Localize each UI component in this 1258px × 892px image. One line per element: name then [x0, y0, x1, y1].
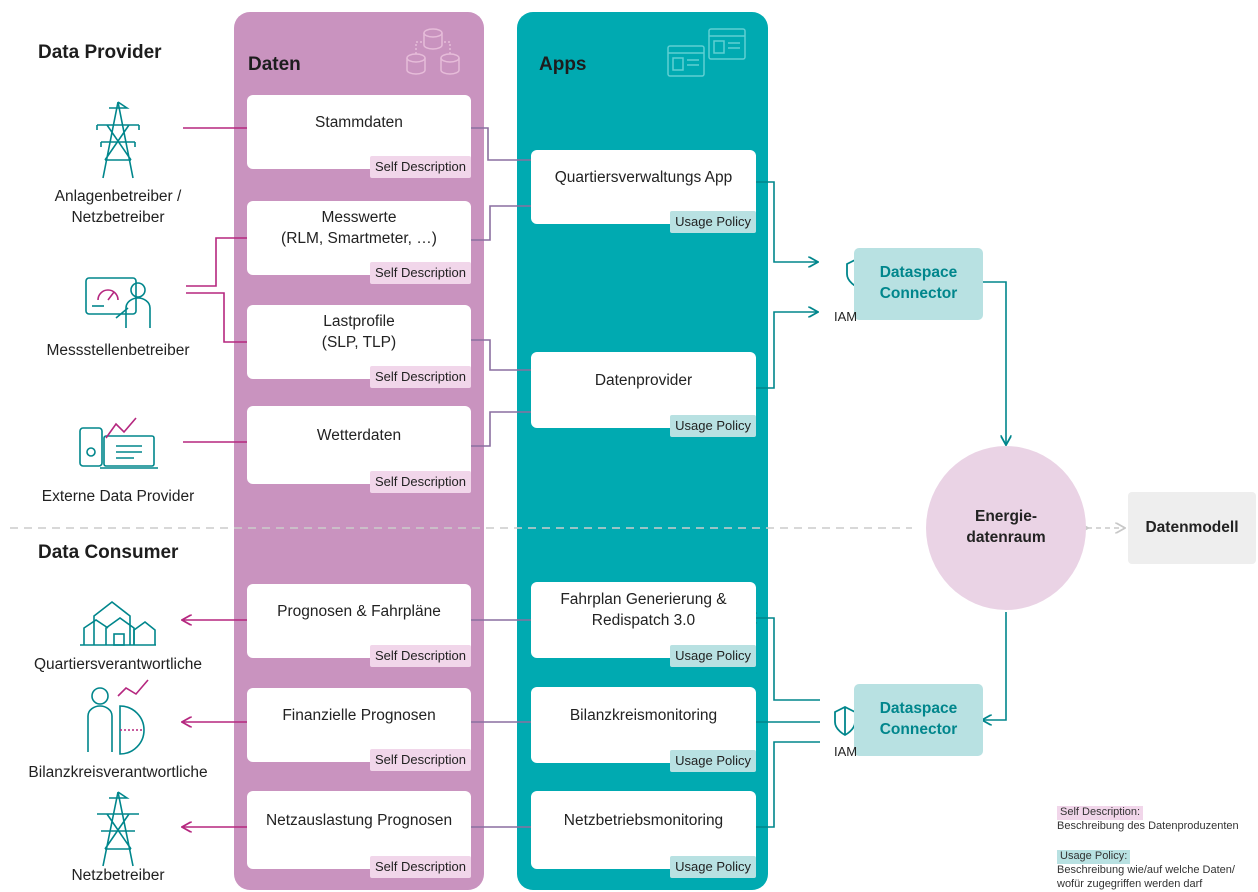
- power-tower-icon: [97, 791, 139, 867]
- app-card-label: Datenprovider: [594, 371, 693, 389]
- usage-policy-tag: Usage Policy: [670, 211, 756, 233]
- app-card-label: Fahrplan Generierung & Redispatch 3.0: [560, 591, 727, 629]
- app-card-datenprovider[interactable]: Datenprovider Usage Policy: [531, 352, 756, 437]
- energiedatenraum-circle[interactable]: Energie- datenraum: [926, 446, 1086, 610]
- app-card-fahrplan-redispatch[interactable]: Fahrplan Generierung & Redispatch 3.0 Us…: [531, 582, 756, 667]
- daten-card-lastprofile[interactable]: Lastprofile (SLP, TLP) Self Description: [247, 305, 471, 388]
- power-tower-icon: [96, 101, 140, 179]
- daten-card-label: Finanzielle Prognosen: [282, 706, 436, 724]
- shield-icon: [834, 705, 856, 737]
- usage-policy-tag: Usage Policy: [670, 750, 756, 772]
- app-card-bilanzkreismonitoring[interactable]: Bilanzkreismonitoring Usage Policy: [531, 687, 756, 772]
- daten-card-label: Wetterdaten: [316, 426, 402, 444]
- consumer-label-quartier: Quartiersverantwortliche: [34, 656, 202, 673]
- self-description-tag: Self Description: [369, 749, 471, 771]
- app-card-label: Netzbetriebsmonitoring: [563, 811, 724, 829]
- daten-card-label: Stammdaten: [315, 113, 403, 131]
- iam-label: IAM: [834, 744, 858, 759]
- daten-column-title: Daten: [248, 54, 301, 75]
- daten-card-wetterdaten[interactable]: Wetterdaten Self Description: [247, 406, 471, 493]
- daten-card-label: Netzauslastung Prognosen: [265, 811, 453, 829]
- daten-card-messwerte[interactable]: Messwerte (RLM, Smartmeter, …) Self Desc…: [247, 201, 471, 284]
- provider-label-extern: Externe Data Provider: [41, 488, 195, 505]
- dataspace-connector-bottom[interactable]: Dataspace Connector: [854, 684, 983, 756]
- analyst-chart-icon: [87, 679, 149, 755]
- provider-label-messstellenbetreiber: Messstellenbetreiber: [46, 342, 190, 359]
- self-description-tag: Self Description: [369, 156, 471, 178]
- legend-sd-term: Self Description:: [1057, 806, 1144, 820]
- self-description-tag: Self Description: [369, 645, 471, 667]
- app-card-netzbetriebsmonitoring[interactable]: Netzbetriebsmonitoring Usage Policy: [531, 791, 756, 878]
- daten-card-label: Prognosen & Fahrpläne: [277, 602, 441, 620]
- legend-up-desc: Beschreibung wie/auf welche Daten/ wofür…: [1057, 863, 1235, 890]
- app-card-label: Quartiersverwaltungs App: [554, 168, 733, 186]
- apps-column-title: Apps: [539, 54, 587, 75]
- daten-card-prognosen-fahrplaene[interactable]: Prognosen & Fahrpläne Self Description: [247, 584, 471, 667]
- legend-usage-policy: Usage Policy: Beschreibung wie/auf welch…: [1057, 850, 1257, 891]
- provider-section-title: Data Provider: [38, 42, 162, 63]
- usage-policy-tag: Usage Policy: [670, 856, 756, 878]
- provider-label-anlagenbetreiber: Anlagenbetreiber / Netzbetreiber: [54, 188, 182, 226]
- consumer-label-bilanzkreis: Bilanzkreisverantwortliche: [28, 764, 208, 781]
- daten-card-netzauslastung[interactable]: Netzauslastung Prognosen Self Descriptio…: [247, 791, 471, 878]
- usage-policy-tag: Usage Policy: [670, 415, 756, 437]
- self-description-tag: Self Description: [369, 856, 471, 878]
- datenmodell-box[interactable]: Datenmodell: [1128, 492, 1256, 564]
- daten-card-finanzielle-prognosen[interactable]: Finanzielle Prognosen Self Description: [247, 688, 471, 771]
- dataspace-connector-top[interactable]: Dataspace Connector: [854, 248, 983, 320]
- legend-sd-desc: Beschreibung des Datenproduzenten: [1057, 819, 1239, 832]
- devices-chart-icon: [79, 417, 158, 469]
- daten-card-stammdaten[interactable]: Stammdaten Self Description: [247, 95, 471, 178]
- iam-label: IAM: [834, 309, 858, 324]
- app-card-quartiersverwaltung[interactable]: Quartiersverwaltungs App Usage Policy: [531, 150, 756, 233]
- self-description-tag: Self Description: [369, 366, 471, 388]
- legend-self-description: Self Description: Beschreibung des Daten…: [1057, 806, 1257, 834]
- daten-card-label: Lastprofile (SLP, TLP): [321, 313, 397, 351]
- self-description-tag: Self Description: [369, 471, 471, 493]
- app-card-label: Bilanzkreismonitoring: [569, 706, 718, 724]
- daten-card-label: Messwerte (RLM, Smartmeter, …): [281, 209, 437, 247]
- legend-up-term: Usage Policy:: [1057, 850, 1131, 864]
- self-description-tag: Self Description: [369, 262, 471, 284]
- consumer-label-netzbetreiber: Netzbetreiber: [71, 867, 165, 884]
- usage-policy-tag: Usage Policy: [670, 645, 756, 667]
- meter-reader-icon: [85, 277, 151, 328]
- buildings-icon: [80, 600, 156, 646]
- consumer-section-title: Data Consumer: [38, 542, 179, 563]
